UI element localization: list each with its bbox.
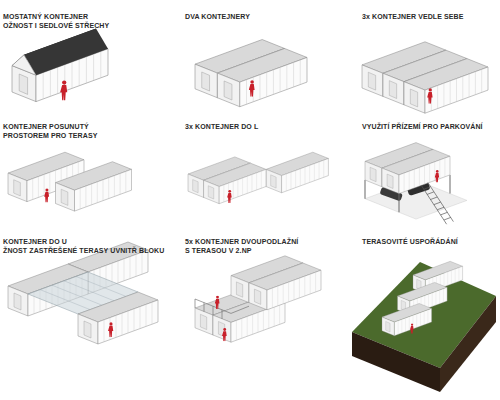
caption-text: VYUŽITÍ PŘÍZEMÍ PRO PARKOVÁNÍ <box>362 122 483 131</box>
three-containers <box>362 42 488 113</box>
caption-text: 3x KONTEJNER DO L <box>185 122 258 131</box>
caption-text: S TERASOU V 2.NP <box>185 246 252 255</box>
caption-text: 3x KONTEJNER VEDLE SEBE <box>362 12 464 21</box>
u-containers <box>8 242 158 344</box>
caption-text: OŽNOST I SEDLOVÉ STŘECHY <box>3 21 109 30</box>
caption-text: 5x KONTEJNER DVOUPODLAŽNÍ <box>185 237 298 246</box>
caption-text: ŽNOST ZASTŘEŠENÉ TERASY UVNITŘ BLOKU <box>3 246 164 255</box>
shifted-containers <box>8 152 132 211</box>
caption-text: KONTEJNER DO U <box>3 237 67 246</box>
caption-text: KONTEJNER POSUNUTÝ <box>3 122 89 131</box>
two-containers <box>195 40 307 107</box>
l-containers <box>188 152 328 203</box>
gable-container <box>12 28 108 101</box>
terraced-slope <box>352 261 496 392</box>
parking-containers <box>365 143 467 225</box>
caption-text: DVA KONTEJNERY <box>185 12 250 21</box>
caption-text: PROSTOREM PRO TERASY <box>3 131 97 140</box>
two-storey-containers <box>195 256 321 342</box>
caption-text: TERASOVITÉ USPOŘÁDÁNÍ <box>362 237 458 246</box>
caption-text: MOSTATNÝ KONTEJNER <box>3 12 88 21</box>
